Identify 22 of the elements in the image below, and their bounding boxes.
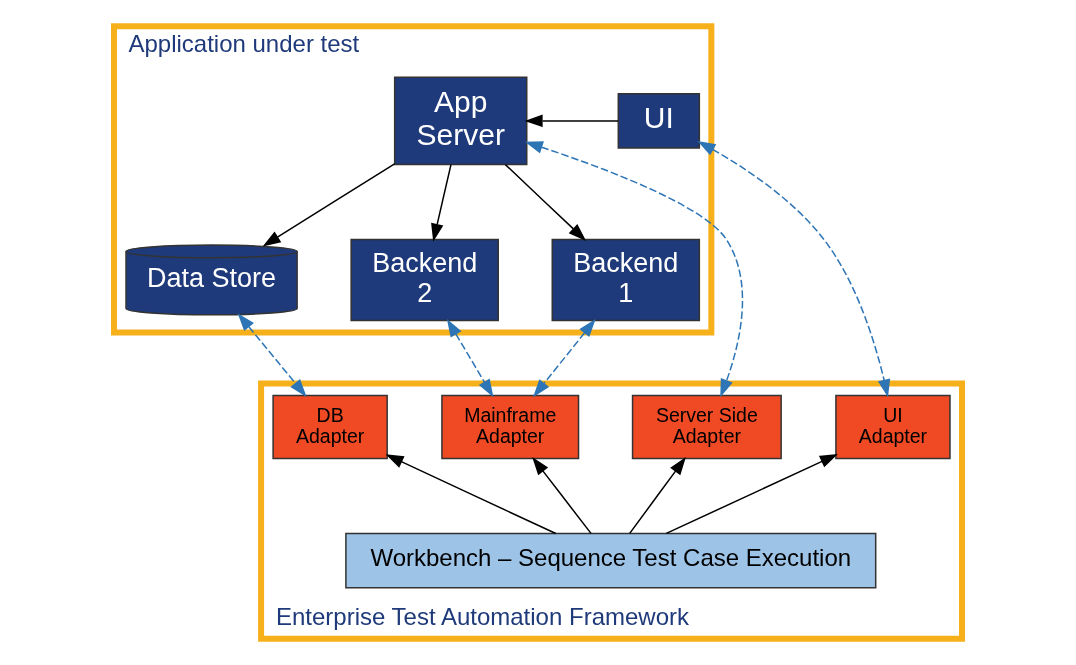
node-box: Server Side Adapter <box>631 394 782 460</box>
arrow <box>262 163 396 247</box>
node-box: UI Adapter <box>835 394 951 460</box>
arrow <box>628 457 686 535</box>
node-box: App Server <box>393 76 528 166</box>
node-box: UI <box>617 93 701 149</box>
arrow <box>237 313 307 398</box>
arrow <box>385 454 557 535</box>
node-box: DB Adapter <box>272 394 388 460</box>
arrow <box>533 319 596 398</box>
arrow <box>665 454 838 535</box>
node-box: Backend 2 <box>350 238 499 322</box>
arrow <box>446 318 494 398</box>
arrow <box>504 163 587 241</box>
arrow <box>524 141 744 398</box>
arrow <box>697 141 891 398</box>
arrow <box>532 457 592 535</box>
node-box: Workbench – Sequence Test Case Execution <box>345 532 877 589</box>
arrow <box>524 114 619 128</box>
node-box: Backend 1 <box>551 238 701 322</box>
node-box: Mainframe Adapter <box>441 394 580 460</box>
arrow <box>431 163 452 242</box>
